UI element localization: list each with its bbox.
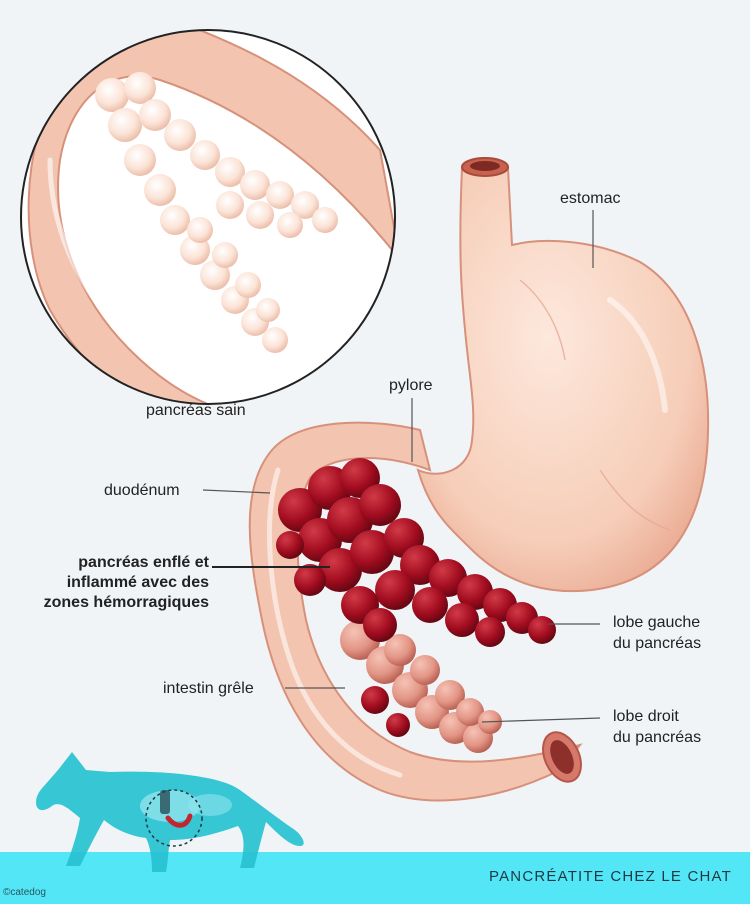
label-inflamed-line-2: inflammé avec des [66, 574, 209, 591]
copyright: ©catedog [3, 887, 46, 898]
label-estomac: estomac [560, 190, 621, 207]
healthy-pancreas-shape [95, 72, 338, 353]
label-inflamed-line-3: zones hémorragiques [43, 594, 209, 611]
leader-duodenum [202, 489, 271, 494]
leader-lines [202, 210, 601, 723]
leader-lobe-droit [481, 717, 601, 723]
label-lobe-droit-line-1: lobe droit [613, 708, 679, 725]
inflamed-pancreas [276, 458, 556, 753]
footer-title: PANCRÉATITE CHEZ LE CHAT [489, 868, 732, 885]
lobe-droit-shape [340, 620, 502, 753]
healthy-inset [20, 29, 396, 405]
lobe-gauche-shape [276, 458, 556, 647]
label-pylore: pylore [389, 377, 433, 394]
label-inflamed-line-1: pancréas enflé et [78, 554, 209, 571]
stomach [416, 157, 710, 593]
label-pancreas-sain: pancréas sain [146, 402, 246, 419]
cat-silhouette [36, 752, 304, 872]
label-lobe-droit-line-2: du pancréas [613, 729, 702, 746]
label-lobe-gauche-line-2: du pancréas [613, 635, 702, 652]
label-duodenum: duodénum [104, 482, 180, 499]
label-intestin: intestin grêle [163, 680, 254, 697]
footer-band-shape [0, 852, 750, 904]
label-lobe-gauche-line-1: lobe gauche [613, 614, 701, 631]
